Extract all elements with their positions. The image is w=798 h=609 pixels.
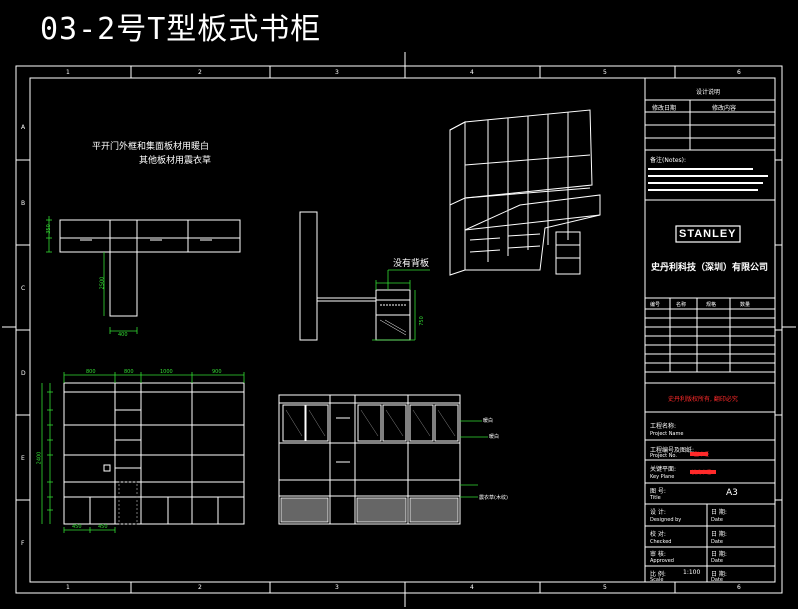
grid-col-4: 4 [470, 69, 474, 76]
tb-table-h4: 数量 [740, 302, 751, 308]
back-panel-note: 没有背板 [393, 259, 430, 269]
elev-dim-top-3: 1000 [160, 369, 173, 375]
grid-col-1: 1 [66, 69, 70, 76]
plan-dim-d: 400 [118, 332, 128, 338]
tb-table-h2: 名称 [676, 302, 687, 308]
grid-col-5-bottom: 5 [603, 584, 607, 591]
elev-dim-top-4: 900 [212, 369, 222, 375]
tb-table-h3: 规格 [706, 302, 717, 308]
elev-dim-bottom-2: 450 [98, 524, 108, 530]
tb-date-1-en: Date [711, 517, 723, 523]
side-dimensions [372, 269, 430, 341]
copyright-notice: 史丹利版权所有, 翻印必究 [668, 396, 738, 403]
plan-dim-w1: 350 [45, 224, 52, 234]
tb-scale-value: 1:100 [683, 569, 701, 576]
tb-approver: 审 核: [650, 551, 666, 558]
grid-col-2-bottom: 2 [198, 584, 202, 591]
drawer-hatch [280, 497, 459, 523]
material-note-1: 平开门外框和集面板材用暖白 [92, 142, 210, 152]
front-elevation-left [63, 382, 245, 525]
tb-project-name-en: Project Name [650, 431, 684, 437]
company-name: 史丹利科技（深圳）有限公司 [651, 263, 769, 273]
right-label-1: 暖白 [483, 418, 494, 424]
material-note-2: 其他板材用震衣草 [139, 156, 212, 166]
side-dim-d1: 750 [418, 316, 425, 326]
tb-table-h1: 编号 [650, 302, 661, 308]
tb-project-no: 工程编号及图纸: [650, 447, 695, 454]
title-block [644, 77, 776, 583]
door-hatch [285, 409, 456, 437]
tb-sheet-size: A3 [726, 488, 738, 498]
tb-scale: 比 例: [650, 571, 666, 578]
tb-figure-no: 图 号: [650, 488, 666, 495]
grid-col-6-bottom: 6 [737, 584, 741, 591]
grid-row-f: F [21, 540, 25, 547]
grid-row-a: A [21, 124, 26, 131]
red-marks [690, 452, 716, 474]
right-label-2: 暖白 [489, 434, 500, 440]
tb-date-3-en: Date [711, 558, 723, 564]
tb-checker: 校 对: [650, 531, 666, 538]
right-label-leaders [460, 420, 488, 498]
elev-dim-height: 2400 [36, 451, 43, 465]
tb-designer-en: Designed by [650, 517, 682, 523]
remark-bars [648, 168, 768, 191]
grid-col-2: 2 [198, 69, 202, 76]
tb-col-modify-content: 修改内容 [712, 105, 737, 112]
stanley-logo: STANLEY [679, 228, 737, 240]
grid-col-5: 5 [603, 69, 607, 76]
plan-dimensions [46, 216, 138, 334]
grid-row-d: D [21, 370, 26, 377]
side-section-view [299, 211, 411, 341]
tb-scale-en: Scale [650, 577, 664, 583]
elev-dim-bottom-1: 450 [72, 524, 82, 530]
tb-date-2: 日 期: [711, 531, 727, 538]
tb-key-plan-en: Key Plane [650, 474, 675, 480]
plan-view [59, 219, 241, 317]
tb-figure-no-en: Title [650, 495, 661, 501]
elev-dim-top-1: 800 [86, 369, 96, 375]
tb-date-2-en: Date [711, 539, 723, 545]
tb-project-name: 工程名称: [650, 423, 677, 430]
tb-header: 设计说明 [696, 89, 721, 96]
right-label-3: 震衣草(木纹) [479, 495, 508, 501]
tb-approver-en: Approved [650, 558, 674, 564]
tb-project-no-value: T型书柜 [691, 452, 710, 458]
elev-dim-top-2: 800 [124, 369, 134, 375]
drawing-title: 03-2号T型板式书柜 [40, 12, 322, 47]
grid-col-1-bottom: 1 [66, 584, 70, 591]
grid-row-e: E [21, 455, 25, 462]
tb-checker-en: Checked [650, 539, 672, 545]
elevation-dimensions [41, 372, 245, 533]
grid-col-3: 3 [335, 69, 339, 76]
tb-designer: 设 计: [650, 509, 666, 516]
tb-remark: 备注(Notes): [650, 157, 687, 164]
tb-date-4: 日 期: [711, 571, 727, 578]
front-elevation-right [278, 394, 461, 525]
tb-date-3: 日 期: [711, 551, 727, 558]
grid-col-6: 6 [737, 69, 741, 76]
grid-row-b: B [21, 200, 26, 207]
grid-col-3-bottom: 3 [335, 584, 339, 591]
grid-col-4-bottom: 4 [470, 584, 474, 591]
tb-key-plan: 关键平面: [650, 466, 677, 473]
tb-key-plan-value: 板式书柜 [691, 470, 712, 476]
tb-date-4-en: Date [711, 577, 723, 583]
tb-date-1: 日 期: [711, 509, 727, 516]
tb-project-no-en: Project No. [650, 453, 677, 459]
grid-row-c: C [21, 285, 26, 292]
isometric-view [449, 109, 601, 276]
tb-col-modify-date: 修改日期 [652, 105, 677, 112]
plan-dim-w2: 2500 [99, 276, 106, 290]
